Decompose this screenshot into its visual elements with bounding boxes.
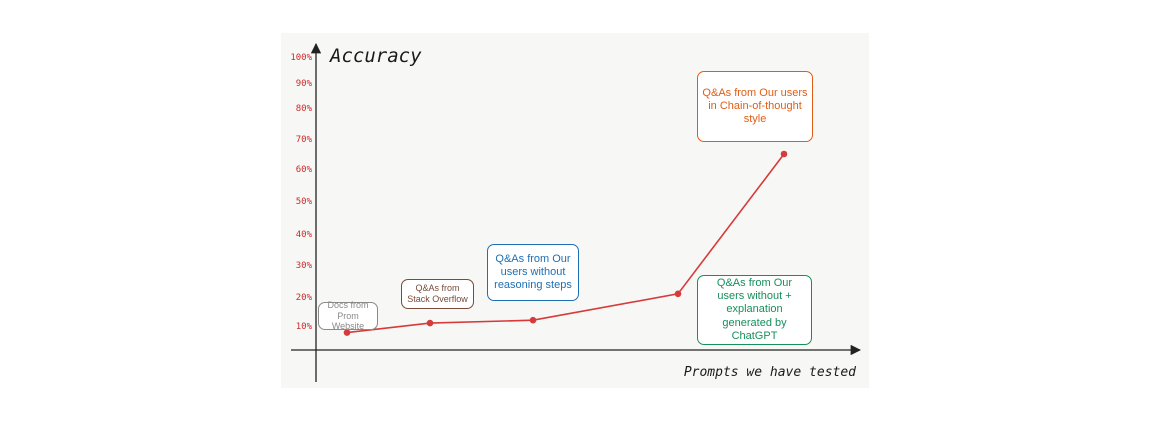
annotation-chain-of-thought: Q&As from Our users in Chain-of-thought …: [697, 71, 813, 142]
annotation-docs-text: Docs from Prom Website: [327, 299, 369, 332]
annotation-users-no-reasoning: Q&As from Our users without reasoning st…: [487, 244, 579, 301]
y-tick-label: 50%: [296, 197, 313, 207]
y-axis-title: Accuracy: [329, 45, 422, 67]
data-point: [529, 316, 537, 324]
y-tick-label: 80%: [296, 104, 313, 114]
annotation-users-no-reasoning-text: Q&As from Our users without reasoning st…: [494, 252, 572, 292]
annotation-stack-overflow-text: Q&As from Stack Overflow: [407, 283, 468, 304]
y-tick-label: 40%: [296, 230, 313, 240]
data-point: [426, 319, 434, 327]
annotation-users-chatgpt-text: Q&As from Our users without + explanatio…: [716, 277, 793, 342]
annotation-docs: Docs from Prom Website: [318, 299, 378, 332]
annotation-chain-of-thought-text: Q&As from Our users in Chain-of-thought …: [702, 86, 808, 126]
data-point: [674, 290, 682, 298]
data-point: [343, 329, 351, 336]
y-tick-label: 70%: [296, 135, 313, 145]
y-tick-label: 60%: [296, 165, 313, 175]
x-axis-title: Prompts we have tested: [684, 365, 856, 380]
annotation-stack-overflow: Q&As from Stack Overflow: [401, 279, 474, 309]
y-tick-label: 100%: [290, 53, 312, 63]
y-tick-label: 10%: [296, 322, 313, 332]
data-point: [780, 150, 788, 158]
y-tick-label: 20%: [296, 293, 313, 303]
y-tick-label: 30%: [296, 261, 313, 271]
annotation-users-chatgpt: Q&As from Our users without + explanatio…: [697, 275, 812, 345]
y-tick-label: 90%: [296, 79, 313, 89]
